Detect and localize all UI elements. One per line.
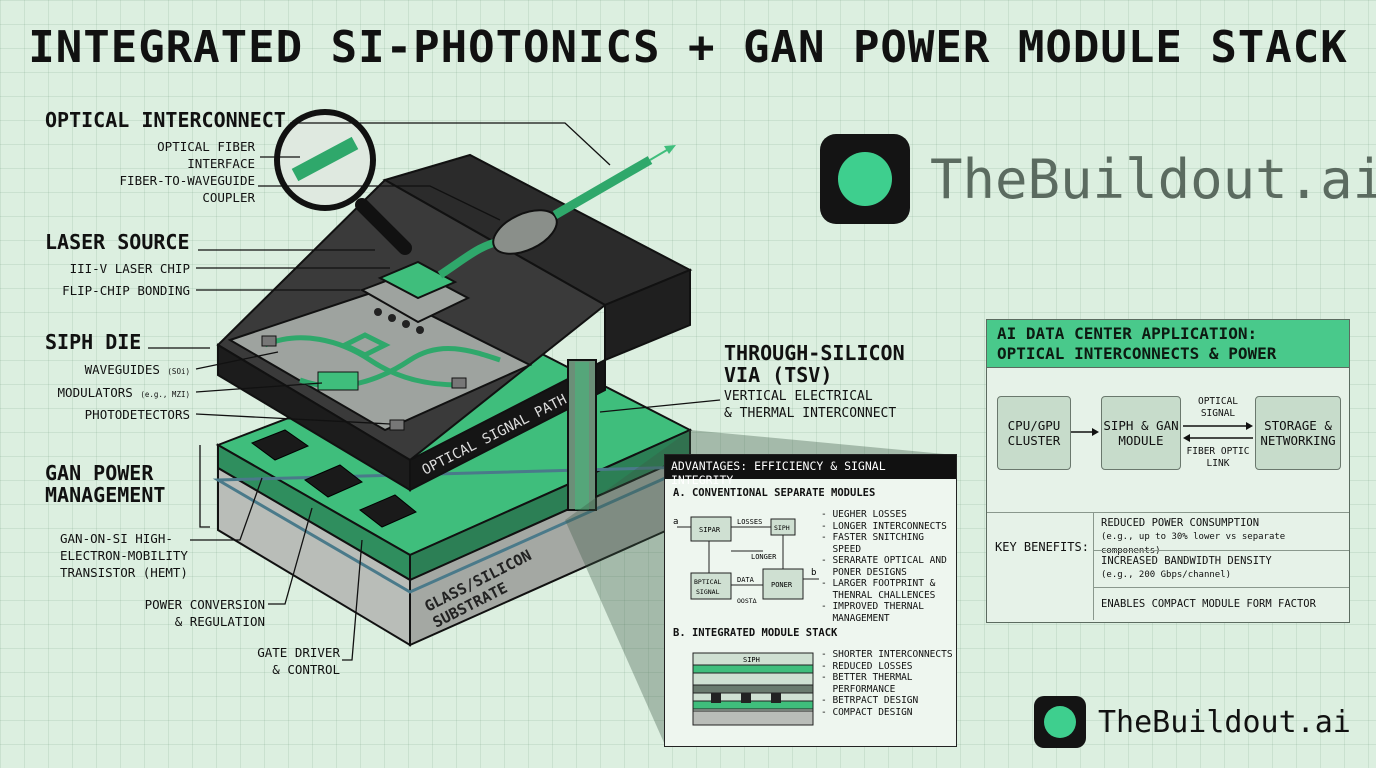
diag-siph: SIPH xyxy=(774,524,790,532)
section-b-title: B. INTEGRATED MODULE STACK xyxy=(673,627,838,639)
list-b: - SHORTER INTERCONNECTS - REDUCED LOSSES… xyxy=(821,649,953,718)
key-benefits-label: KEY BENEFITS: xyxy=(995,540,1089,554)
label-waveguides: WAVEGUIDES (SOi) xyxy=(0,361,190,380)
diag-bptical-1: BPTICAL xyxy=(694,578,721,586)
advantages-title: ADVANTAGES: EFFICIENCY & SIGNAL INTEGRIT… xyxy=(665,455,956,487)
benefit-row-3: ENABLES COMPACT MODULE FORM FACTOR xyxy=(1093,587,1349,621)
label-tsv: THROUGH-SILICON VIA (TSV) xyxy=(724,341,905,387)
storage-networking-box: STORAGE & NETWORKING xyxy=(1255,396,1341,470)
diag-sipar: SIPAR xyxy=(699,526,721,534)
ai-application-panel: AI DATA CENTER APPLICATION: OPTICAL INTE… xyxy=(986,319,1350,623)
benefit-2-note: (e.g., 200 Gbps/channel) xyxy=(1101,570,1232,580)
integrated-stack-diagram: SIPH xyxy=(692,652,814,726)
label-fiber-coupler: FIBER-TO-WAVEGUIDE COUPLER xyxy=(119,173,255,205)
diag-b: b xyxy=(811,568,816,578)
label-power-conversion: POWER CONVERSION & REGULATION xyxy=(144,597,265,629)
benefit-row-2: INCREASED BANDWIDTH DENSITY (e.g., 200 Gb… xyxy=(1093,550,1349,587)
page-title: INTEGRATED SI-PHOTONICS + GAN POWER MODU… xyxy=(28,22,1348,73)
diag-bptical-2: SIGNAL xyxy=(696,588,720,596)
brand-logo-icon xyxy=(820,134,910,224)
siph-gan-module-box: SIPH & GAN MODULE xyxy=(1101,396,1181,470)
section-a-title: A. CONVENTIONAL SEPARATE MODULES xyxy=(673,487,876,499)
brand-logo-large: TheBuildout.ai xyxy=(820,134,1376,224)
label-gan-power: GAN POWER MANAGEMENT xyxy=(45,461,166,507)
cpu-gpu-cluster-box: CPU/GPU CLUSTER xyxy=(997,396,1071,470)
label-optical-fiber-interface: OPTICAL FIBER INTERFACE xyxy=(157,139,255,171)
diag-oost: OOST∆ xyxy=(737,597,757,605)
label-gate-driver: GATE DRIVER & CONTROL xyxy=(257,645,340,677)
brand-name-large: TheBuildout.ai xyxy=(930,147,1376,211)
conventional-diagram: a SIPAR LOSSES SIPH LONGER BPTICAL SIGNA… xyxy=(673,516,819,605)
optical-signal-label: OPTICAL SIGNAL xyxy=(1197,396,1239,419)
label-hemt: GAN-ON-SI HIGH- ELECTRON-MOBILITY TRANSI… xyxy=(60,531,188,580)
waveguides-text: WAVEGUIDES xyxy=(84,362,160,377)
diag-poner: PONER xyxy=(771,581,793,589)
waveguides-note: (SOi) xyxy=(167,367,190,376)
benefit-3-main: ENABLES COMPACT MODULE FORM FACTOR xyxy=(1101,598,1316,610)
hemt-chips xyxy=(250,429,417,528)
label-modulators: MODULATORS (e.g., MZI) xyxy=(0,384,190,403)
diag-losses: LOSSES xyxy=(737,518,762,526)
advantages-panel: ADVANTAGES: EFFICIENCY & SIGNAL INTEGRIT… xyxy=(664,454,957,747)
benefit-2-main: INCREASED BANDWIDTH DENSITY xyxy=(1101,555,1272,567)
diag-data: DATA xyxy=(737,576,755,584)
fiber-link-label: FIBER OPTIC LINK xyxy=(1186,446,1250,469)
benefit-1-main: REDUCED POWER CONSUMPTION xyxy=(1101,517,1260,529)
ai-panel-title: AI DATA CENTER APPLICATION: OPTICAL INTE… xyxy=(987,320,1349,368)
benefit-1-note: (e.g., up to 30% lower vs separate compo… xyxy=(1101,532,1286,556)
fiber-coupler xyxy=(492,209,558,255)
label-flip-chip: FLIP-CHIP BONDING xyxy=(62,283,190,298)
brand-logo-small-icon xyxy=(1034,696,1086,748)
ai-arrows xyxy=(1071,422,1253,442)
brand-logo-small: TheBuildout.ai xyxy=(1034,696,1351,748)
stack-siph-label: SIPH xyxy=(743,656,760,664)
modulators-text: MODULATORS xyxy=(57,385,133,400)
label-photodetectors: PHOTODETECTORS xyxy=(84,407,190,422)
brand-name-small: TheBuildout.ai xyxy=(1098,704,1351,740)
label-optical-interconnect: OPTICAL INTERCONNECT xyxy=(45,108,286,132)
label-tsv-sub: VERTICAL ELECTRICAL & THERMAL INTERCONNE… xyxy=(724,389,897,421)
diag-longer: LONGER xyxy=(751,553,777,561)
list-a: - UEGHER LOSSES - LONGER INTERCONNECTS -… xyxy=(821,509,947,624)
benefit-row-1: REDUCED POWER CONSUMPTION (e.g., up to 30… xyxy=(1093,513,1349,556)
diag-a: a xyxy=(673,517,678,527)
diag-bptical: BPTICAL SIGNAL xyxy=(694,578,725,596)
siph-die xyxy=(227,288,533,432)
label-laser-chip: III-V LASER CHIP xyxy=(69,261,190,276)
modulators-note: (e.g., MZI) xyxy=(140,390,190,399)
label-siph-die: SIPH DIE xyxy=(45,330,142,354)
label-laser-source: LASER SOURCE xyxy=(45,230,190,254)
